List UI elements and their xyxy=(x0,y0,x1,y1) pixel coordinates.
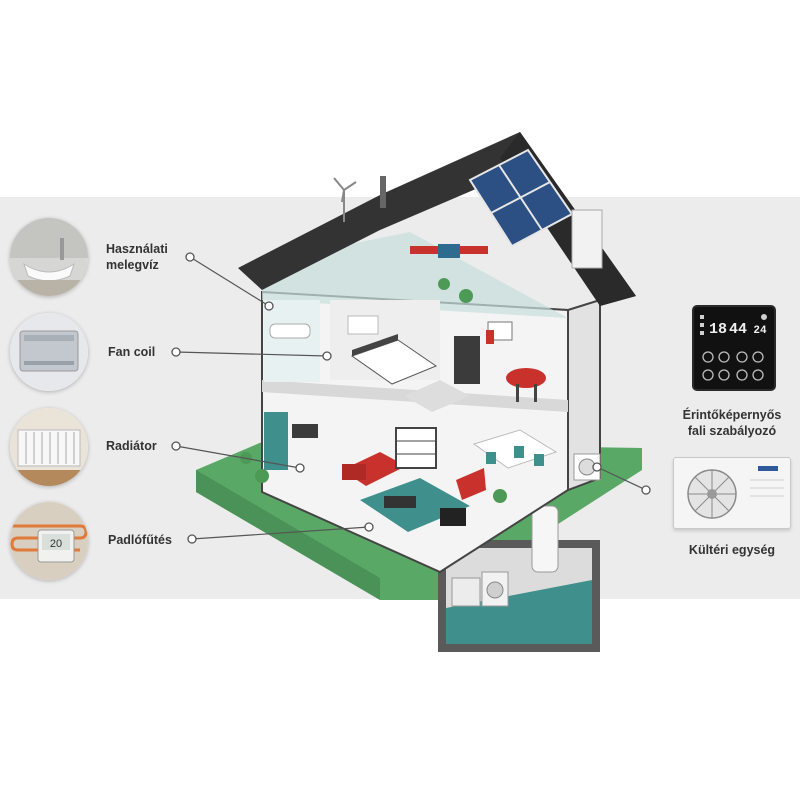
label-hot-water: Használati melegvíz xyxy=(106,242,168,272)
hot-water-tank xyxy=(531,505,559,573)
connector-dot-fan-coil xyxy=(171,347,181,357)
tv xyxy=(440,508,466,526)
connector-dot-outdoor-end xyxy=(641,485,651,495)
label-fan-coil: Fan coil xyxy=(108,345,156,359)
touchscreen-thermostat: 18 44 24 xyxy=(692,305,776,391)
label-floor-heating: Padlófűtés xyxy=(108,533,172,547)
bed xyxy=(350,339,438,385)
label-thermostat: Érintőképernyős fali szabályozó xyxy=(682,408,782,438)
label-radiator: Radiátor xyxy=(106,439,157,453)
outdoor-fan-icon xyxy=(687,466,784,519)
connector-dot-floor-heating-end xyxy=(364,522,374,532)
fan-coil-thumbnail xyxy=(10,313,88,391)
armchair xyxy=(456,468,486,500)
floor-thermostat-reading: 20 xyxy=(50,538,62,550)
fan-coil-icon xyxy=(10,313,88,391)
chimney xyxy=(571,209,603,269)
fridge xyxy=(264,412,288,470)
bookshelf xyxy=(395,427,437,469)
coffee-table xyxy=(384,496,416,508)
connector-dot-radiator-end xyxy=(295,463,305,473)
connector-dot-hot-water xyxy=(185,252,195,262)
connector-dot-radiator xyxy=(171,441,181,451)
round-table xyxy=(506,368,546,388)
hot-water-thumbnail xyxy=(10,218,88,296)
bathtub-icon xyxy=(10,218,88,296)
connector-dot-outdoor xyxy=(592,462,602,472)
label-outdoor-unit: Kültéri egység xyxy=(688,543,776,557)
thermostat-display: 18 44 24 xyxy=(700,314,767,381)
connector-dot-floor-heating xyxy=(187,534,197,544)
bathroom xyxy=(264,300,320,382)
connector-dot-hot-water-end xyxy=(264,301,274,311)
radiator-icon xyxy=(10,408,88,486)
wind-turbine xyxy=(333,177,357,222)
wardrobe xyxy=(454,336,480,384)
ventilation-unit xyxy=(438,244,460,258)
floor-heating-icon: 20 xyxy=(10,502,88,580)
radiator-thumbnail xyxy=(10,408,88,486)
floor-heating-thumbnail: 20 xyxy=(10,502,88,580)
thermostat-reading-right: 24 xyxy=(753,325,767,337)
thermostat-reading-middle: 44 xyxy=(729,321,747,338)
connector-dot-fan-coil-end xyxy=(322,351,332,361)
outdoor-unit-device xyxy=(673,457,791,529)
thermostat-reading-left: 18 xyxy=(709,321,727,338)
connector-lines xyxy=(175,256,647,540)
